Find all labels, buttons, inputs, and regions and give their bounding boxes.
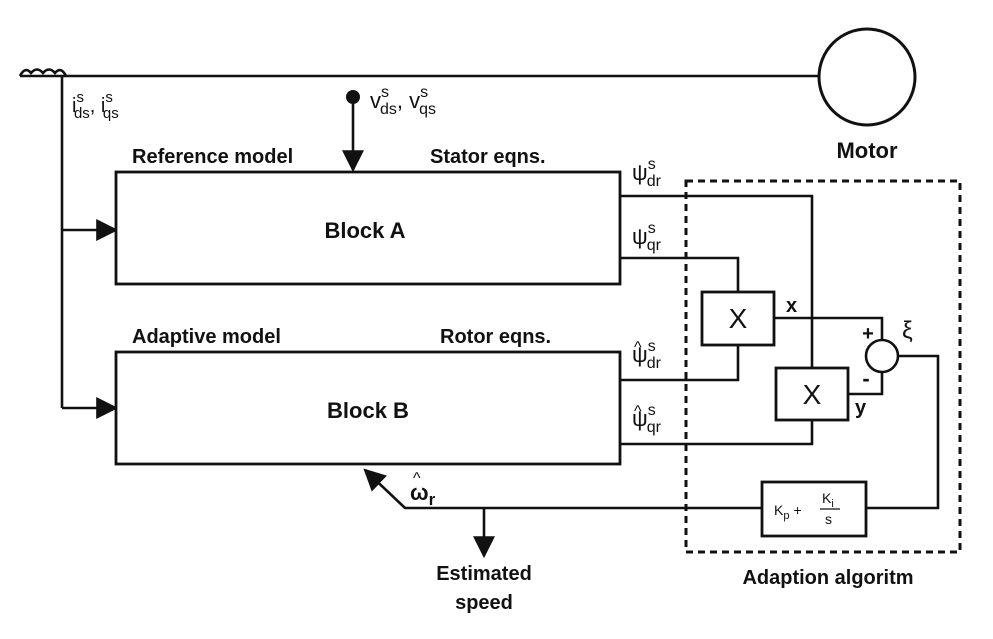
psi-hat-dr-hat: ^	[634, 339, 642, 356]
estimated-speed-line2: speed	[455, 592, 513, 614]
rotor-eqns-label: Rotor eqns.	[440, 326, 551, 348]
current-feed-lines	[60, 76, 119, 419]
motor-icon	[817, 27, 917, 127]
block-a	[114, 170, 622, 286]
pi-controller-block	[760, 480, 868, 538]
minus-sign: -	[862, 366, 869, 391]
adaption-algorithm-label: Adaption algoritm	[742, 567, 913, 589]
summing-junction	[864, 338, 900, 374]
block-a-label: Block A	[324, 218, 405, 243]
supply-line	[18, 68, 818, 78]
voltage-feed	[342, 90, 364, 173]
x-signal-label: x	[786, 295, 797, 317]
y-signal-label: y	[855, 397, 867, 419]
reference-model-label: Reference model	[132, 146, 293, 168]
pi-kp: Kp+	[774, 502, 802, 522]
multiplier-block-1	[700, 290, 776, 347]
error-xi-label: ξ	[902, 317, 913, 344]
multiplier-1-label: X	[729, 303, 748, 334]
omega-r-label: ωr	[410, 480, 436, 509]
signal-wiring	[363, 194, 940, 559]
adaption-algorithm-boundary	[684, 179, 962, 554]
multiplier-2-label: X	[803, 379, 822, 410]
psi-hat-qr-hat: ^	[634, 403, 642, 420]
plus-sign: +	[862, 323, 874, 345]
block-b-label: Block B	[327, 398, 409, 423]
omega-hat: ^	[413, 470, 421, 487]
pi-s: s	[825, 511, 832, 527]
pi-ki: Ki	[822, 490, 834, 510]
estimated-speed-line1: Estimated	[436, 563, 532, 585]
motor-label: Motor	[836, 138, 898, 163]
stator-eqns-label: Stator eqns.	[430, 146, 546, 168]
adaptive-model-label: Adaptive model	[132, 326, 281, 348]
multiplier-block-2	[774, 366, 850, 422]
block-b	[114, 350, 622, 466]
